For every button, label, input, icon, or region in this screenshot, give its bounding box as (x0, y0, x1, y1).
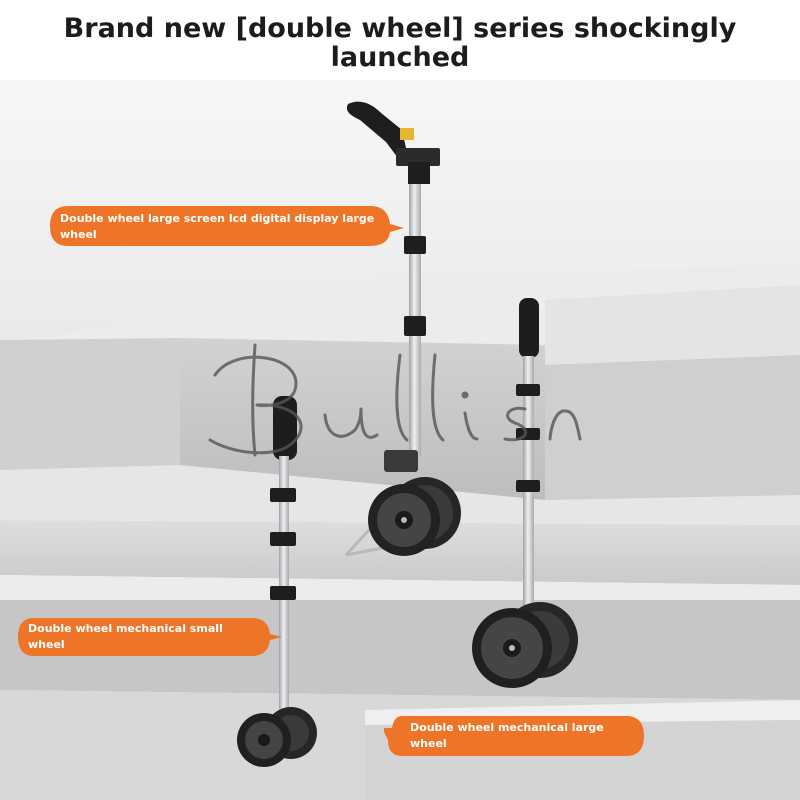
lcd-measuring-wheel (344, 101, 461, 557)
brand-watermark (208, 343, 582, 457)
callout-large-wheel: Double wheel mechanical large wheel (384, 714, 646, 758)
callout-large-wheel-text: Double wheel mechanical large wheel (410, 721, 604, 750)
callout-small-wheel-shape (18, 618, 282, 656)
callout-lcd-wheel-text: Double wheel large screen lcd digital di… (60, 212, 375, 241)
callout-lcd-wheel: Double wheel large screen lcd digital di… (48, 204, 408, 248)
headline-line-1: Brand new [double wheel] series shocking… (63, 13, 737, 44)
callout-large-wheel-shape (384, 716, 644, 756)
callout-lcd-wheel-shape (50, 206, 404, 246)
headline-line-2: launched (330, 42, 470, 73)
large-measuring-wheel (472, 298, 578, 688)
small-measuring-wheel (237, 396, 317, 767)
headline: Brand new [double wheel] series shocking… (40, 14, 760, 72)
callout-small-wheel-text: Double wheel mechanical small wheel (28, 622, 223, 651)
callout-small-wheel: Double wheel mechanical small wheel (16, 616, 284, 658)
